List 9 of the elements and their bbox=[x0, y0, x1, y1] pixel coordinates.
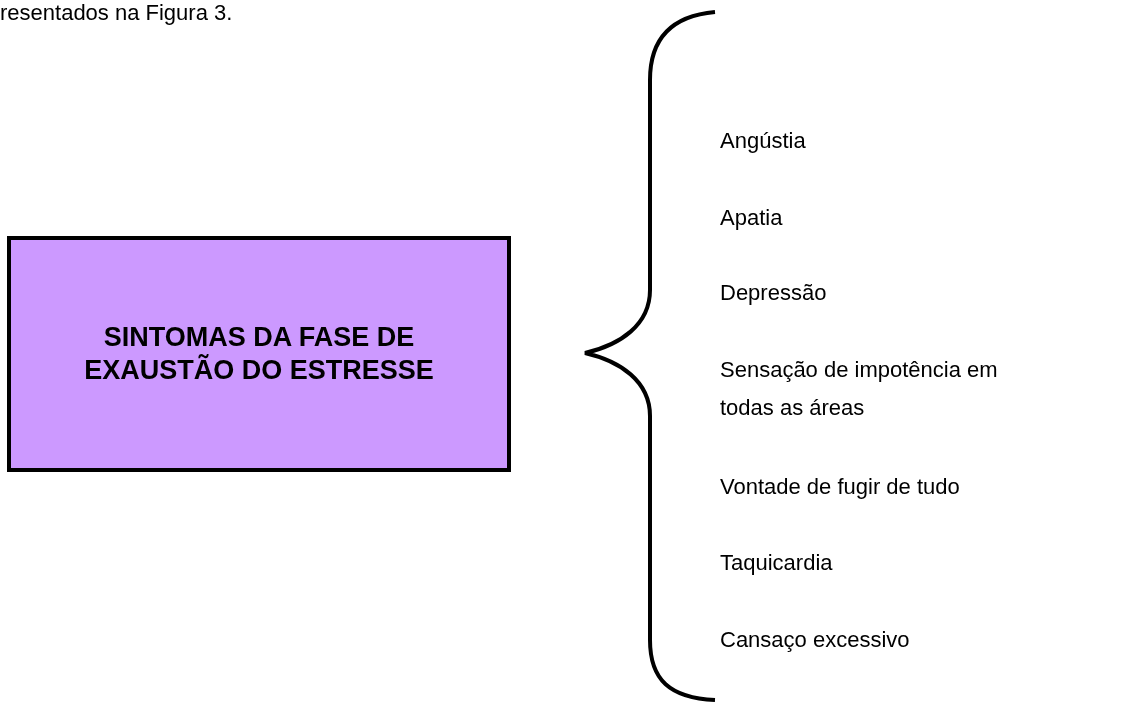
symptom-item: Vontade de fugir de tudo bbox=[720, 473, 961, 501]
symptom-item: Sensação de impotência em todas as áreas bbox=[720, 356, 999, 422]
symptom-item: Apatia bbox=[720, 204, 784, 232]
symptom-item: Depressão bbox=[720, 279, 828, 307]
intro-text: resentados na Figura 3. bbox=[0, 0, 233, 26]
symptom-item: Taquicardia bbox=[720, 549, 834, 577]
symptom-item: Cansaço excessivo bbox=[720, 626, 911, 654]
title-box: SINTOMAS DA FASE DE EXAUSTÃO DO ESTRESSE bbox=[7, 236, 511, 472]
symptom-item: Angústia bbox=[720, 127, 807, 155]
